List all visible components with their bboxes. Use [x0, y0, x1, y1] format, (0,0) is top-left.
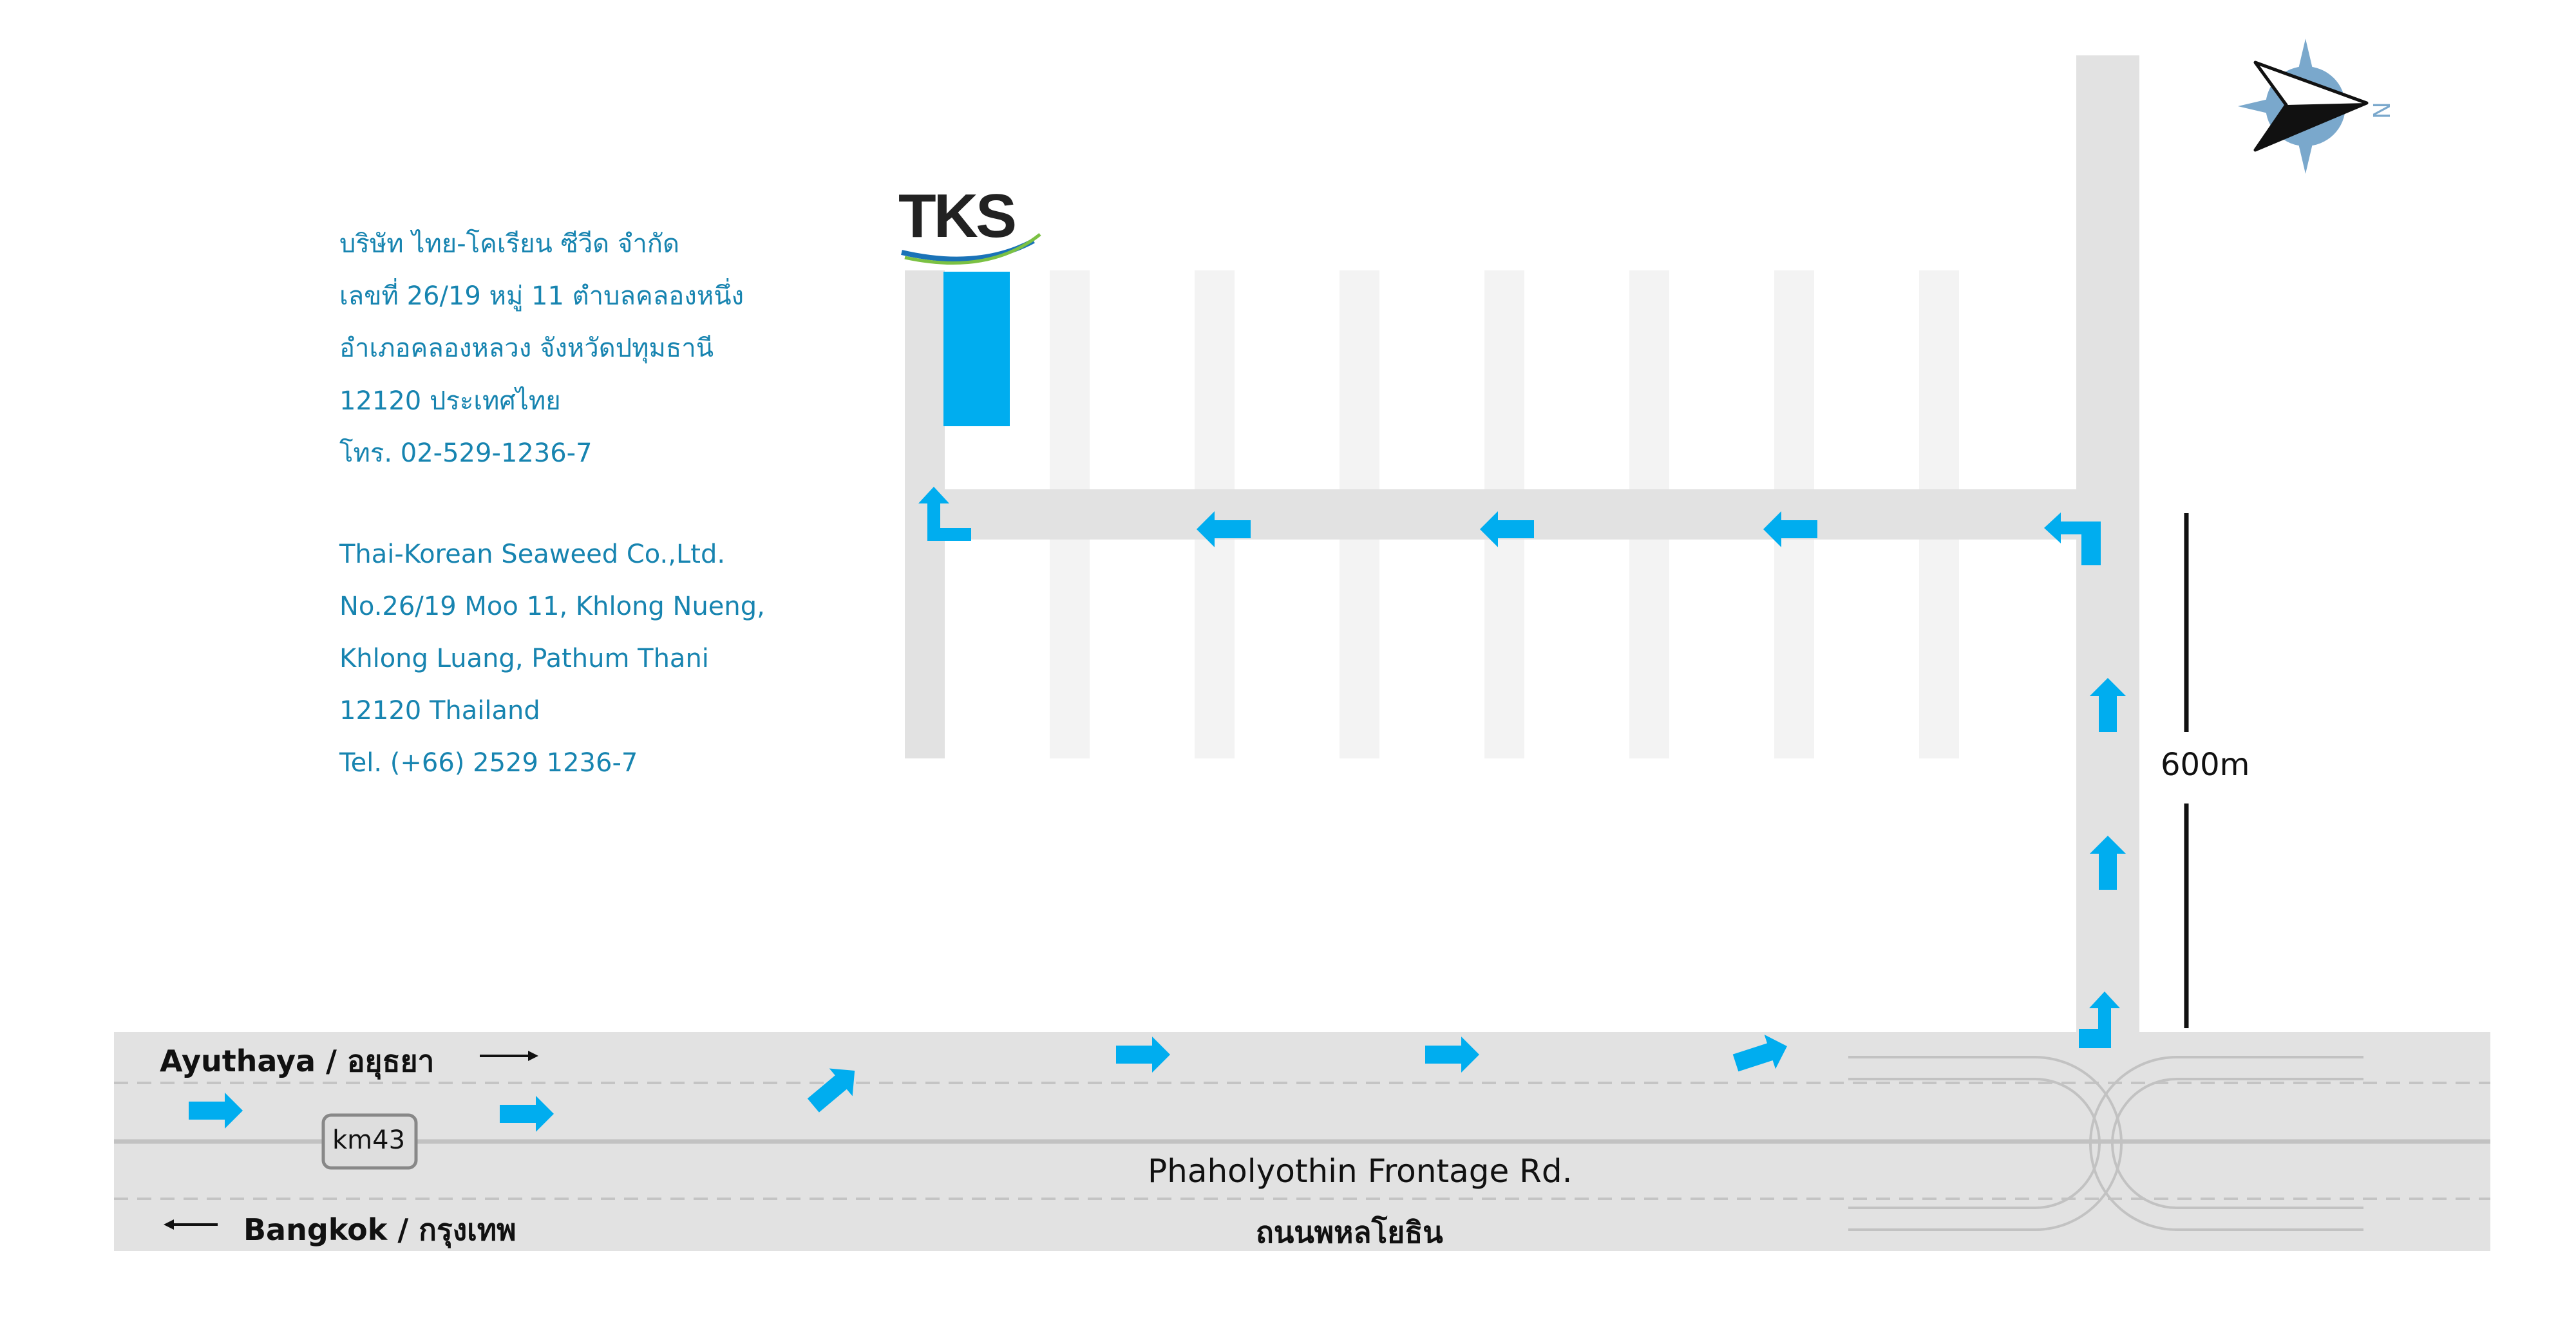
address-en-line: Thai-Korean Seaweed Co.,Ltd.: [339, 540, 726, 569]
route-arrow-diagonal: [1732, 1035, 1787, 1072]
address-th-line: เลขที่ 26/19 หมู่ 11 ตำบลคลองหนึ่ง: [339, 281, 744, 311]
address-en-line: No.26/19 Moo 11, Khlong Nueng,: [339, 592, 765, 621]
address-th-line: โทร. 02-529-1236-7: [339, 438, 592, 468]
tks-logo: TKS: [898, 182, 1041, 265]
road-name-en: Phaholyothin Frontage Rd.: [1148, 1152, 1573, 1190]
address-en-line: Tel. (+66) 2529 1236-7: [339, 748, 638, 778]
route-arrow-right: [500, 1096, 554, 1132]
route-arrows: [189, 487, 2126, 1132]
route-arrow-up: [2090, 678, 2126, 732]
km-marker-label: km43: [332, 1125, 406, 1155]
route-arrow-left: [1480, 511, 1534, 547]
address-th-line: 12120 ประเทศไทย: [339, 386, 561, 416]
address-th-line: อำเภอคลองหลวง จังหวัดปทุมธานี: [339, 334, 714, 363]
u-turn-loops: [1848, 1056, 2363, 1231]
address-en-line: 12120 Thailand: [339, 696, 540, 726]
route-arrow-right: [1425, 1037, 1479, 1073]
route-arrow-turn-up: [2079, 991, 2120, 1048]
compass-letter: N: [2369, 102, 2396, 119]
tks-factory-building: [943, 272, 1010, 426]
road-name-th: ถนนพหลโยธิน: [1256, 1215, 1443, 1250]
route-arrow-turn-left: [2044, 512, 2101, 565]
route-arrow-diagonal: [807, 1068, 855, 1113]
route-arrow-right: [1116, 1037, 1170, 1073]
south-direction-label: Bangkok / กรุงเทพ: [243, 1212, 516, 1247]
route-arrow-turn-up-end: [918, 487, 971, 541]
route-arrow-left: [1763, 511, 1817, 547]
south-arrow-line: [164, 1219, 218, 1230]
north-direction-label: Ayuthaya / อยุธยา: [160, 1044, 435, 1078]
compound-lanes: [1050, 270, 1959, 758]
distance-label: 600m: [2161, 747, 2250, 783]
logo-text: TKS: [898, 182, 1015, 250]
compass-rose-icon: N: [2238, 39, 2396, 174]
address-th-line: บริษัท ไทย-โคเรียน ซีวีด จำกัด: [339, 229, 679, 259]
address-en-line: Khlong Luang, Pathum Thani: [339, 644, 709, 673]
north-arrow-line: [480, 1051, 538, 1061]
km-marker-box: [321, 1113, 418, 1170]
route-arrow-up: [2090, 836, 2126, 890]
route-arrow-right: [189, 1093, 243, 1129]
route-arrow-left: [1197, 511, 1251, 547]
